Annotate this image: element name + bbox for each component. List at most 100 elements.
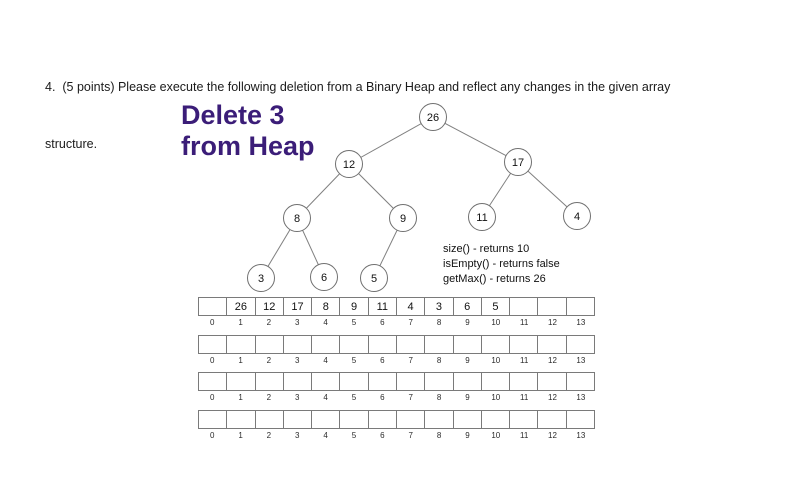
tree-node-value: 5 [371, 273, 377, 285]
tree-node-circle [283, 204, 311, 232]
array-index-label: 13 [576, 393, 586, 402]
array-cell: 3 [424, 298, 452, 315]
array-cell [339, 336, 367, 353]
array-cell [311, 373, 339, 390]
array-index-label: 10 [491, 356, 501, 365]
array-cell [509, 298, 537, 315]
array-cell [424, 373, 452, 390]
tree-node: 5 [360, 264, 388, 292]
array-index-label: 7 [408, 356, 413, 365]
tree-node-circle [504, 148, 532, 176]
array-cell [424, 336, 452, 353]
array-index-label: 5 [351, 356, 357, 365]
array-index-label: 1 [238, 393, 243, 402]
tree-node: 3 [247, 264, 275, 292]
array-index-label: 6 [380, 318, 385, 327]
array-index-label: 0 [209, 356, 215, 365]
array-index-label: 1 [238, 431, 243, 440]
array-cell: 12 [254, 298, 283, 315]
array-index-label: 7 [408, 393, 413, 402]
delete-instruction-line-2: from Heap [181, 131, 315, 161]
tree-node-circle [335, 150, 363, 178]
array-cell [339, 411, 367, 428]
array-index-label: 7 [408, 318, 413, 327]
array-cell [226, 373, 254, 390]
array-index-label: 0 [209, 431, 215, 440]
array-cell [254, 336, 283, 353]
delete-instruction-line-1: Delete 3 [181, 100, 285, 130]
tree-node-value: 12 [343, 159, 355, 171]
array-cell [565, 298, 594, 315]
tree-node-value: 11 [476, 212, 487, 224]
heap-info-isempty: isEmpty() - returns false [443, 258, 560, 270]
array-cell [254, 373, 283, 390]
array-index-label: 10 [491, 431, 501, 440]
heap-info-getmax: getMax() - returns 26 [443, 273, 546, 285]
array-cell [226, 411, 254, 428]
tree-node-circle [468, 203, 496, 231]
array-cell [480, 336, 509, 353]
array-cell [452, 411, 481, 428]
array-cell [509, 373, 537, 390]
tree-node: 11 [468, 203, 496, 231]
tree-node-value: 8 [294, 213, 300, 225]
tree-node-circle [419, 103, 447, 131]
array-cell: 4 [395, 298, 424, 315]
tree-node-circle [563, 202, 591, 230]
array-cell [199, 411, 226, 428]
array-index-label: 4 [323, 318, 328, 327]
tree-node: 8 [283, 204, 311, 232]
array-cell [537, 298, 565, 315]
array-index-label: 1 [238, 356, 243, 365]
array-cell [537, 373, 565, 390]
array-cell [509, 336, 537, 353]
tree-node-value: 17 [512, 157, 524, 169]
array-index-label: 11 [519, 318, 529, 327]
array-index-label: 2 [266, 318, 272, 327]
array-cell: 17 [282, 298, 311, 315]
tree-node: 17 [504, 148, 532, 176]
tree-node-value: 26 [427, 112, 439, 124]
array-cell [367, 411, 396, 428]
array-index-label: 0 [209, 318, 215, 327]
question-line-1: 4. (5 points) Please execute the followi… [45, 80, 671, 94]
array-index-label: 4 [323, 393, 328, 402]
array-index-label: 0 [209, 393, 215, 402]
tree-edge [348, 116, 434, 165]
array-index-label: 3 [295, 318, 300, 327]
array-index-label: 6 [380, 431, 385, 440]
tree-node-circle [389, 204, 417, 232]
tree-node-circle [247, 264, 275, 292]
array-index-label: 5 [351, 318, 357, 327]
tree-node: 26 [419, 103, 447, 131]
array-index-label: 5 [351, 431, 357, 440]
array-cell [199, 373, 226, 390]
array-cell [339, 373, 367, 390]
array-cell [537, 411, 565, 428]
delete-instruction: Delete 3 from Heap [181, 100, 315, 162]
array-cell: 11 [367, 298, 396, 315]
tree-node: 12 [335, 150, 363, 178]
array-cell [452, 373, 481, 390]
array-cell: 26 [226, 298, 254, 315]
tree-node-value: 3 [258, 273, 264, 285]
array-cell [311, 336, 339, 353]
array-cells [198, 372, 595, 391]
tree-node: 4 [563, 202, 591, 230]
array-index-label: 13 [576, 318, 586, 327]
tree-node-circle [360, 264, 388, 292]
array-index-label: 12 [548, 431, 557, 440]
array-cell [367, 336, 396, 353]
array-cell [282, 336, 311, 353]
array-index-label: 11 [519, 393, 529, 402]
array-cell [311, 411, 339, 428]
array-cell [452, 336, 481, 353]
array-index-label: 9 [465, 431, 470, 440]
array-index-label: 12 [548, 356, 557, 365]
array-index-label: 1 [238, 318, 243, 327]
